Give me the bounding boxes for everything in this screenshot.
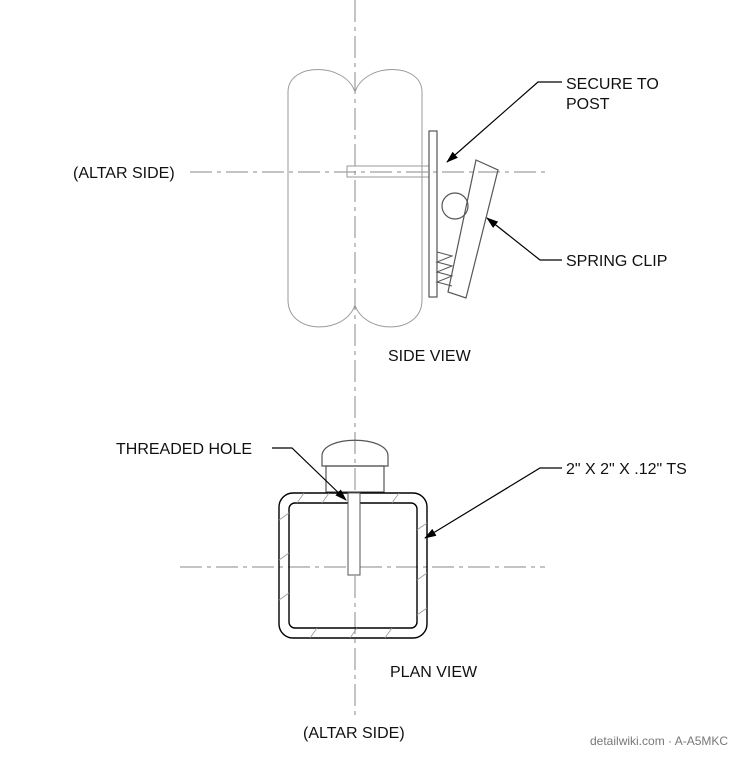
post-bottom-edge xyxy=(287,299,423,328)
tube-steel-plan xyxy=(278,492,428,639)
bolt-base xyxy=(325,465,385,493)
spring-clip-label: SPRING CLIP xyxy=(566,253,667,270)
clip-mounting-plate xyxy=(428,130,438,298)
tube-spec-label: 2" X 2" X .12" TS xyxy=(566,461,687,478)
altar-side-label-bottom: (ALTAR SIDE) xyxy=(303,725,405,742)
altar-side-label-top: (ALTAR SIDE) xyxy=(73,165,175,182)
watermark: detailwiki.com · A-A5MKC xyxy=(590,734,728,748)
bolt-head-plan xyxy=(321,439,389,493)
plan-view-title: PLAN VIEW xyxy=(390,664,478,681)
threaded-hole xyxy=(347,492,361,576)
clip-pivot xyxy=(441,192,469,220)
clip-spring xyxy=(435,251,454,287)
plan-view-annotations: THREADED HOLE 2" X 2" X .12" TS PLAN VIE… xyxy=(116,441,687,742)
spring-clip-side-view xyxy=(428,130,499,299)
side-view-annotations: (ALTAR SIDE) SECURE TO POST SPRING CLIP … xyxy=(73,76,667,365)
threaded-hole-leader xyxy=(272,447,347,501)
centerlines xyxy=(180,0,545,715)
bolt-cap xyxy=(321,439,389,467)
secure-to-post-label-line2: POST xyxy=(566,96,610,113)
tube-wall-hatching xyxy=(278,492,428,639)
spring-clip-leader xyxy=(486,217,562,261)
secure-to-post-leader xyxy=(446,81,562,163)
clip-jaw xyxy=(447,159,499,299)
secure-to-post-label-line1: SECURE TO xyxy=(566,76,659,93)
tube-spec-leader xyxy=(424,467,562,539)
post-top-edge xyxy=(287,69,423,94)
post-side-view xyxy=(287,69,430,328)
side-view-title: SIDE VIEW xyxy=(388,348,472,365)
threaded-hole-label: THREADED HOLE xyxy=(116,441,252,458)
